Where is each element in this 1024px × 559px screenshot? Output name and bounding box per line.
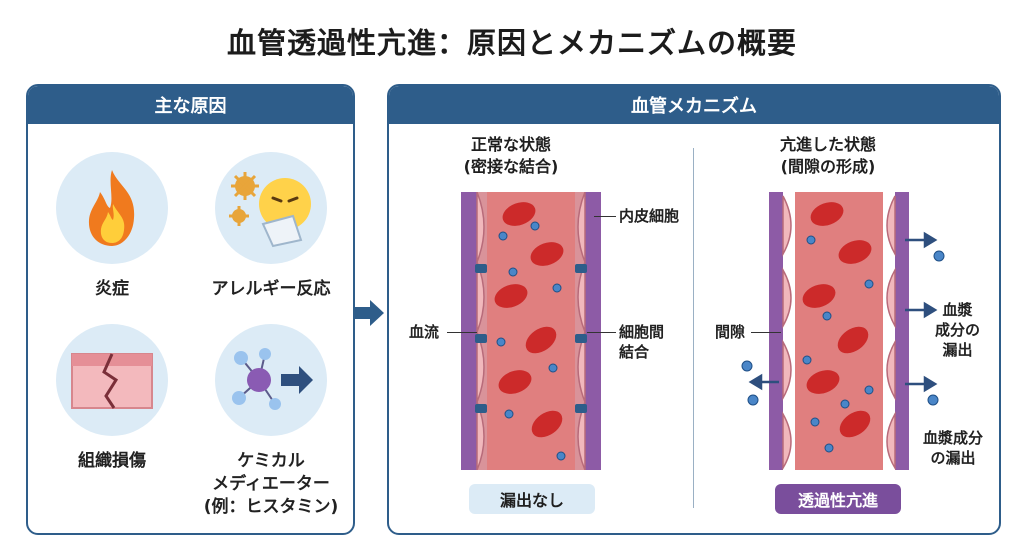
state-divider (693, 148, 694, 508)
cause-label: 炎症 (95, 279, 129, 299)
cause-inflammation: 炎症 (37, 152, 187, 301)
flame-icon (56, 152, 168, 264)
increased-state-title: 亢進した状態 (間隙の形成) (779, 135, 876, 176)
callout-plasma-leak-lower: 血漿成分 の漏出 (923, 429, 984, 467)
normal-state-title: 正常な状態 (密接な結合) (463, 135, 559, 176)
callout-gap: 間隙 (715, 323, 746, 341)
increased-vessel-diagram (769, 192, 909, 470)
mechanism-panel-header: 血管メカニズム (389, 86, 999, 124)
causes-panel-header: 主な原因 (28, 86, 353, 124)
leader-line (594, 216, 616, 217)
callout-junction: 細胞間 結合 (619, 323, 665, 361)
allergy-sneeze-icon (215, 152, 327, 264)
callout-plasma-leak-upper: 血漿 成分の 漏出 (935, 301, 981, 359)
page-title: 血管透過性亢進：原因とメカニズムの概要 (226, 26, 797, 60)
molecule-arrow-icon (215, 324, 327, 436)
callout-endothelial: 内皮細胞 (619, 207, 680, 225)
increased-permeability-badge: 透過性亢進 (775, 484, 901, 514)
mechanism-panel: 血管メカニズム 正常な状態 (密接な結合) 亢進した状態 (間隙の形成) (387, 84, 1001, 535)
leader-line (751, 332, 781, 333)
causes-panel: 主な原因 炎症 (26, 84, 355, 535)
no-leak-badge: 漏出なし (469, 484, 595, 514)
cause-label: アレルギー反応 (211, 279, 331, 299)
cause-allergy: アレルギー反応 (196, 152, 346, 301)
flow-arrow-icon (354, 300, 384, 326)
cause-tissue-damage: 組織損傷 (37, 324, 187, 473)
leader-line (447, 332, 477, 333)
cracked-tissue-icon (56, 324, 168, 436)
leakage-arrows (741, 231, 945, 406)
leader-line (587, 332, 616, 333)
cause-chemical-mediators: ケミカル メディエーター (例：ヒスタミン) (196, 324, 346, 519)
cause-label: 組織損傷 (78, 451, 146, 471)
normal-vessel-diagram (461, 192, 601, 470)
cause-label: ケミカル メディエーター (例：ヒスタミン) (203, 451, 339, 517)
callout-blood-flow: 血流 (409, 323, 440, 341)
